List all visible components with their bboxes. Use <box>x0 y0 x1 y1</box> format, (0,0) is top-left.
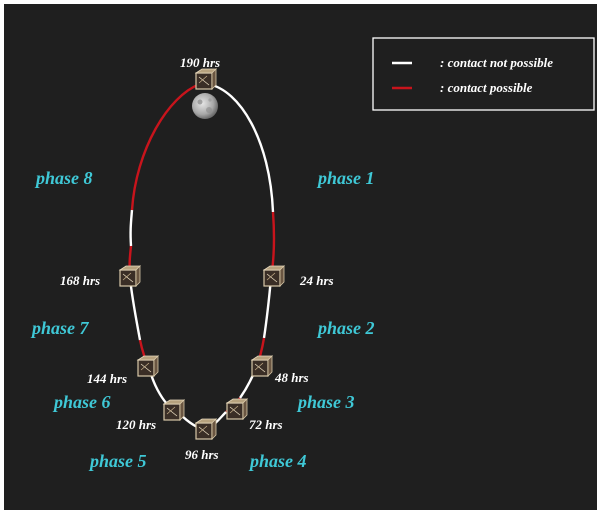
orbit-segment-white <box>262 277 273 339</box>
cube-satellite-icon <box>137 355 159 377</box>
phase-label-6: phase 6 <box>52 392 111 412</box>
cube-satellite-icon <box>119 265 141 287</box>
phase-label-2: phase 2 <box>316 318 375 338</box>
legend: : contact not possible : contact possibl… <box>372 37 595 111</box>
orbit-segment-white <box>128 277 142 341</box>
orbit-segment-white <box>207 82 275 213</box>
phase-label-5: phase 5 <box>88 451 147 471</box>
cube-satellite-icon <box>263 265 285 287</box>
time-label-120: 120 hrs <box>116 417 156 432</box>
legend-contact-possible: : contact possible <box>440 80 533 95</box>
phase-label-3: phase 3 <box>296 392 355 412</box>
time-label-72: 72 hrs <box>249 417 283 432</box>
orbit-segment-red <box>130 82 201 211</box>
cube-satellite-icon <box>226 398 248 420</box>
diagram-background <box>4 4 597 510</box>
phase-label-1: phase 1 <box>316 168 375 188</box>
orbit-segment-white <box>149 373 168 405</box>
phase-label-7: phase 7 <box>30 318 90 338</box>
phase-label-8: phase 8 <box>34 168 93 188</box>
time-label-48: 48 hrs <box>274 370 309 385</box>
legend-box <box>372 37 595 111</box>
time-label-168: 168 hrs <box>60 273 100 288</box>
moon-icon <box>192 93 218 119</box>
cube-satellite-icon <box>251 355 273 377</box>
phase-label-4: phase 4 <box>248 451 307 471</box>
time-label-190: 190 hrs <box>180 55 220 70</box>
cube-satellite-icon <box>163 399 185 421</box>
time-label-96: 96 hrs <box>185 447 219 462</box>
legend-contact-not-possible: : contact not possible <box>440 55 553 70</box>
cube-satellite-icon <box>195 68 217 90</box>
time-label-24: 24 hrs <box>299 273 334 288</box>
time-label-144: 144 hrs <box>87 371 127 386</box>
cube-satellite-icon <box>195 418 217 440</box>
orbit-segment-white <box>129 209 134 247</box>
